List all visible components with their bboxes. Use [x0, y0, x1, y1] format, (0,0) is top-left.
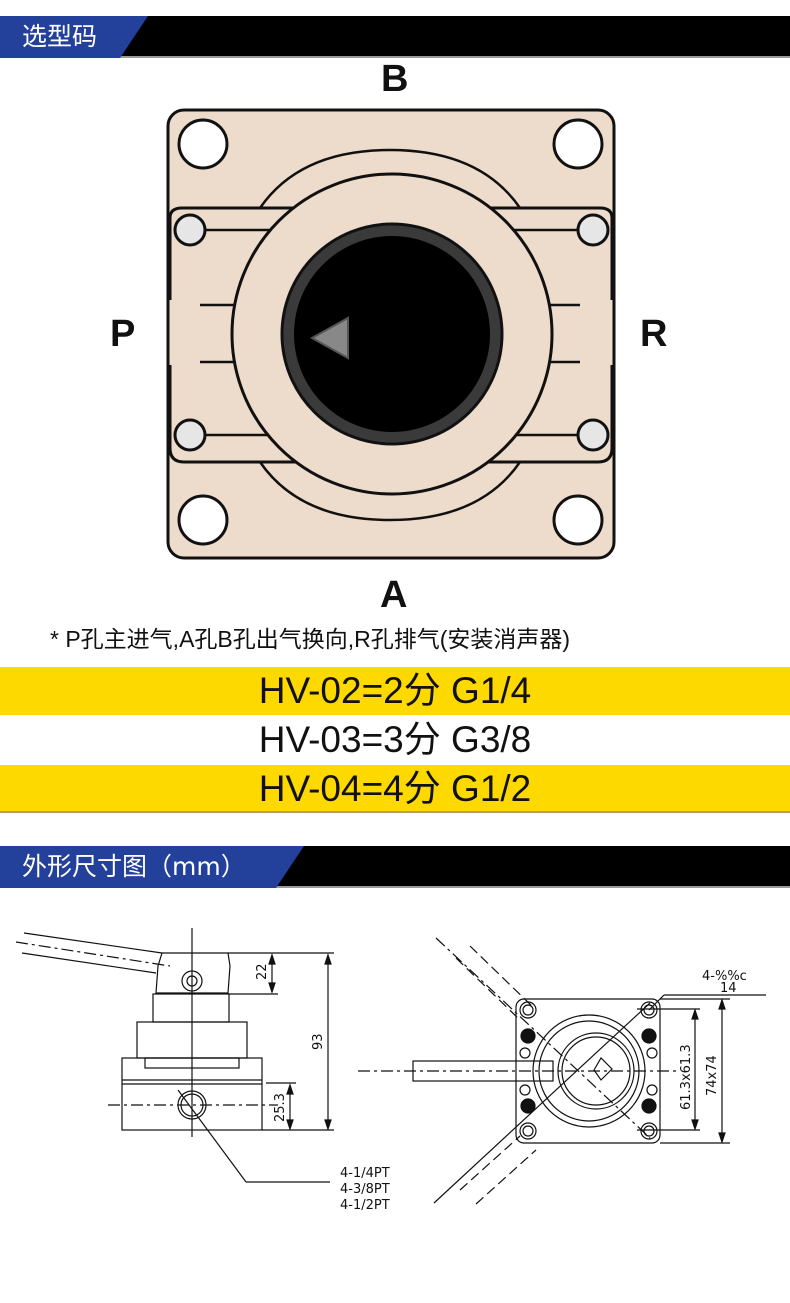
port-callout: 4-1/4PT: [340, 1166, 390, 1181]
port-callout: 4-1/2PT: [340, 1198, 390, 1213]
hole-label: 4-%%c: [702, 969, 747, 984]
model-row-hv04: HV-04=4分 G1/2: [0, 765, 790, 813]
top-view: [358, 937, 766, 1205]
mount-hole-icon: [177, 494, 229, 546]
direction-arrow-icon: [309, 316, 349, 360]
knob: [294, 236, 490, 432]
port-description-note: * P孔主进气,A孔B孔出气换向,R孔排气(安装消声器): [50, 626, 571, 652]
section-header-model-selection: 选型码: [0, 16, 790, 58]
dim-handle-height: 22: [255, 963, 270, 980]
section-title: 外形尺寸图（mm）: [0, 846, 304, 888]
model-row-hv03: HV-03=3分 G3/8: [0, 716, 790, 764]
port-callout: 4-3/8PT: [340, 1182, 390, 1197]
port-label-p: P: [110, 313, 136, 355]
mount-hole-icon: [552, 118, 604, 170]
section-title: 选型码: [0, 16, 148, 58]
mount-hole-icon: [177, 118, 229, 170]
dimension-drawing: 22 93 25.3 4-1/4PT 4-3/8PT 4-1/2PT 4-%%c…: [15, 928, 766, 1213]
dim-total-height: 93: [311, 1033, 326, 1050]
side-view: [15, 928, 334, 1183]
port-label-b: B: [381, 58, 409, 100]
dim-port-height: 25.3: [273, 1093, 288, 1122]
port-hole-icon: [576, 418, 610, 452]
model-row-hv02: HV-02=2分 G1/4: [0, 667, 790, 715]
port-hole-icon: [173, 418, 207, 452]
dim-outer-size: 74x74: [705, 1055, 720, 1096]
mount-hole-icon: [552, 494, 604, 546]
port-label-a: A: [380, 574, 408, 616]
hole-diameter: 14: [720, 981, 737, 996]
port-hole-icon: [173, 213, 207, 247]
section-header-dimensions: 外形尺寸图（mm）: [0, 846, 790, 888]
port-label-r: R: [640, 313, 668, 355]
valve-top-illustration: [166, 108, 616, 560]
port-hole-icon: [576, 213, 610, 247]
dim-inner-size: 61.3x61.3: [679, 1044, 694, 1110]
